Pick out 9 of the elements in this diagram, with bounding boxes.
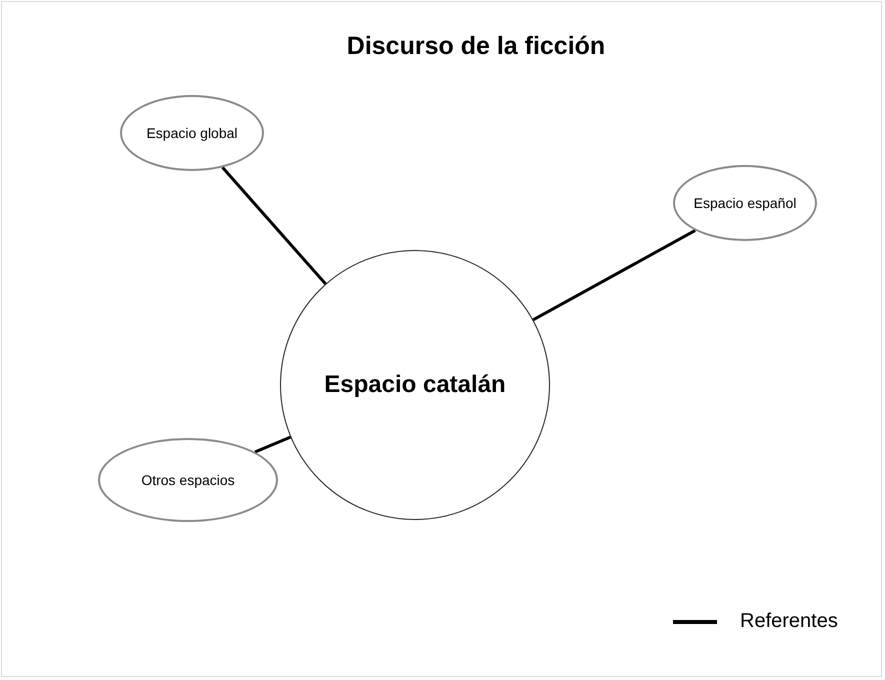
node-label: Espacio español (694, 195, 796, 211)
legend-label: Referentes (740, 610, 838, 633)
diagram-title: Discurso de la ficción (346, 32, 606, 61)
node-label: Espacio global (146, 125, 238, 141)
connector-line (254, 436, 292, 454)
connector-line (221, 166, 327, 285)
node-label: Otros espacios (141, 472, 235, 488)
connector-line (532, 229, 696, 322)
node-label: Espacio catalán (324, 371, 506, 399)
